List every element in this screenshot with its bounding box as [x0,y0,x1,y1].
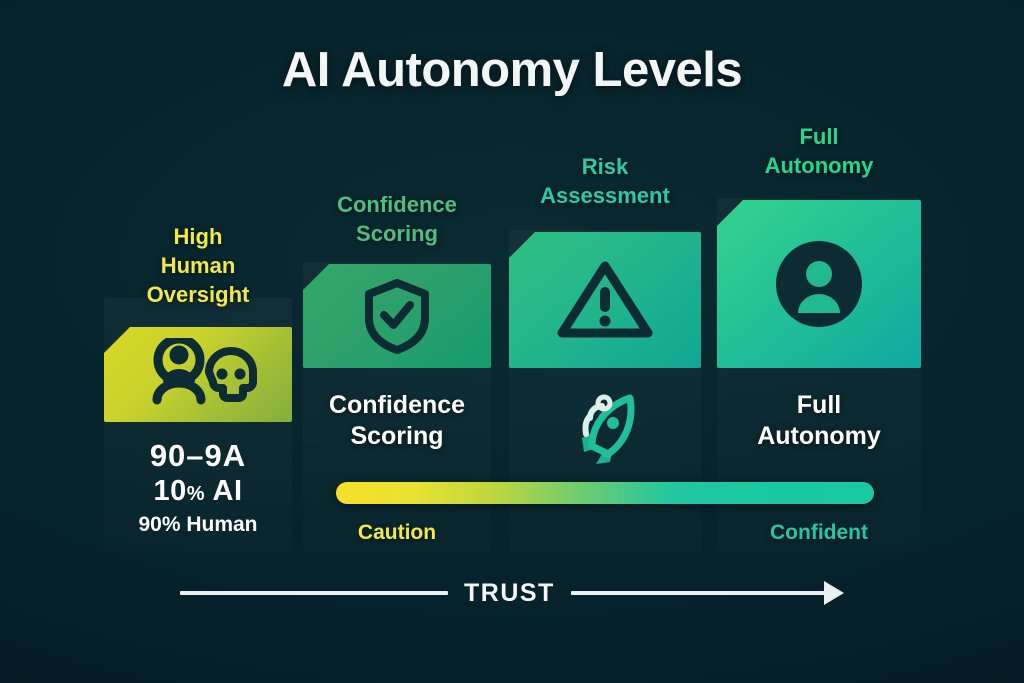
stat-ai-label: AI [212,474,243,507]
trust-axis-label: TRUST [464,578,555,607]
stat-ai-percent: % [186,482,206,505]
stat-human: 90% Human [138,512,258,536]
stage-header-4: Full Autonomy [764,124,874,179]
trust-axis: TRUST [180,578,844,608]
page-title: AI Autonomy Levels [281,43,743,97]
stage-card-2-icon-wrap [303,264,491,368]
trust-caption-confident: Confident [770,521,868,544]
stage-body-2: Confidence Scoring [328,391,466,450]
stage-card-1[interactable] [104,327,292,422]
rocket-icon [582,394,635,464]
trust-caption-caution: Caution [357,521,437,544]
stat-ai-value: 10 [153,474,187,507]
people-skull-icon [152,337,257,404]
stage-header-3: Risk Assessment [540,154,670,209]
stage-header-2: Confidence Scoring [337,192,457,247]
person-circle-icon [776,241,862,327]
trust-axis-line-right [570,591,825,595]
trust-gradient-bar [336,482,874,504]
stage-card-4[interactable] [717,200,921,368]
arrow-right-icon [824,581,844,605]
stat-ratio: 90–9A [149,438,247,473]
stage-3-secondary-icon-wrap [509,385,701,475]
stage-body-4: Full Autonomy [757,391,881,450]
stage-card-3-icon-wrap [509,232,701,368]
stage-header-1: High Human Oversight [146,224,250,308]
stage-card-2[interactable] [303,264,491,368]
stage-1-stats: 90–9A 10% AI 90% Human [104,438,292,536]
stage-card-1-icon-wrap [104,327,292,422]
stage-card-3[interactable] [509,232,701,368]
shield-check-icon [365,279,429,354]
stage-card-4-icon-wrap [717,200,921,368]
trust-axis-line-left [180,591,448,595]
warning-triangle-icon [557,261,653,338]
stat-ai: 10% AI [104,474,292,507]
